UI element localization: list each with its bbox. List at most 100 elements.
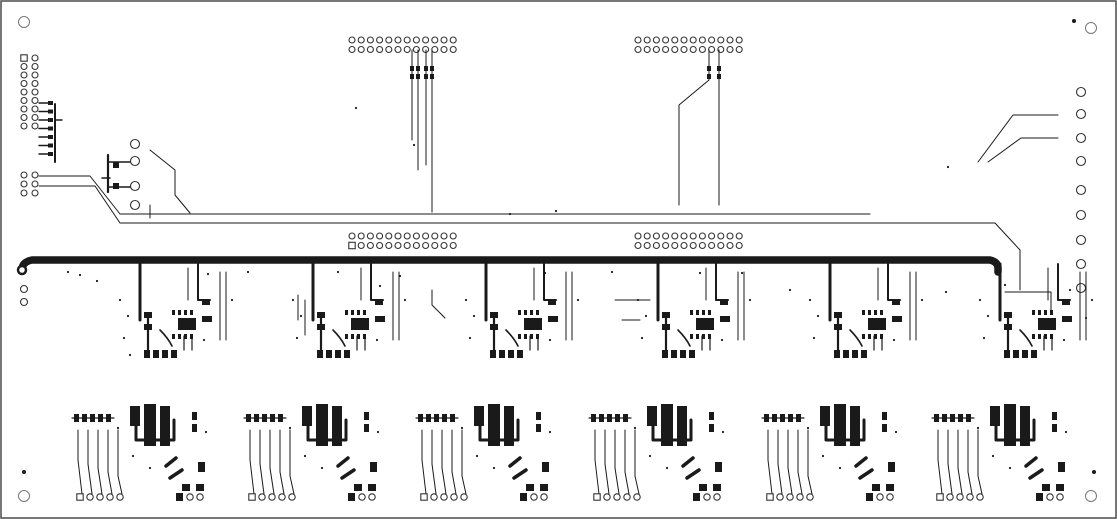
via — [543, 271, 547, 275]
through-hole-pad — [20, 62, 28, 71]
trace — [164, 456, 184, 480]
trace — [279, 429, 285, 495]
via — [1008, 466, 1012, 470]
smd-pad — [176, 493, 183, 501]
smd-pad — [184, 334, 187, 339]
through-hole-pad — [412, 232, 420, 240]
through-hole-pad — [450, 493, 458, 501]
trace — [1043, 335, 1053, 351]
via — [982, 336, 986, 340]
smd-pad — [862, 310, 865, 315]
through-hole-pad — [735, 45, 743, 54]
smd-pad — [696, 310, 699, 315]
square-pad — [348, 241, 356, 250]
trace — [873, 335, 883, 351]
smd-pad — [820, 406, 830, 426]
through-hole-pad — [703, 493, 711, 501]
smd-pad — [434, 414, 439, 422]
smd-pad — [990, 406, 1000, 426]
smd-pad — [1044, 310, 1047, 315]
through-hole-pad — [698, 45, 706, 54]
through-hole-pad — [186, 493, 194, 501]
trace — [431, 289, 446, 319]
through-hole-pad — [643, 232, 651, 240]
smd-pad — [351, 318, 369, 330]
via — [299, 314, 303, 318]
through-hole-pad — [385, 45, 393, 54]
via — [808, 298, 812, 302]
smd-pad — [192, 412, 197, 420]
square-pad — [248, 493, 256, 501]
smd-pad — [1004, 404, 1016, 446]
via — [336, 270, 340, 274]
smd-pad — [326, 350, 332, 358]
smd-pad — [788, 414, 793, 422]
signal-traces — [38, 49, 1059, 336]
through-hole-pad — [689, 45, 697, 54]
through-hole-pad — [431, 45, 439, 54]
through-hole-pad — [698, 232, 706, 240]
through-hole-pad — [431, 232, 439, 240]
through-hole-pad — [376, 45, 384, 54]
via — [976, 426, 980, 430]
trace — [1004, 291, 1052, 311]
smd-pad — [357, 334, 360, 339]
smd-pad — [370, 462, 377, 472]
trace — [336, 456, 356, 480]
smd-pad — [693, 493, 700, 501]
via — [246, 270, 250, 274]
through-hole-pad — [652, 36, 660, 44]
trace — [824, 418, 866, 442]
smd-pad — [254, 414, 259, 422]
smd-pad — [375, 316, 385, 322]
via — [806, 426, 810, 430]
square-pad — [593, 493, 601, 501]
via — [576, 298, 580, 302]
smd-pad — [518, 310, 521, 315]
smd-pad — [1062, 300, 1070, 305]
smd-pad — [850, 406, 860, 446]
through-hole-pad — [680, 36, 688, 44]
via — [1084, 316, 1088, 320]
through-hole-pad — [376, 36, 384, 44]
via — [464, 298, 468, 302]
smd-pad — [351, 310, 354, 315]
smd-pad — [48, 126, 53, 131]
trace — [259, 429, 265, 495]
trace — [431, 429, 437, 495]
smd-pad — [317, 312, 325, 318]
via — [610, 270, 614, 274]
through-hole-pad — [698, 36, 706, 44]
via — [748, 298, 752, 302]
smd-pad — [536, 424, 541, 432]
smd-pad — [892, 316, 902, 322]
lower-channel-circuits — [71, 404, 1065, 501]
smd-pad — [852, 350, 858, 358]
trace — [678, 49, 710, 206]
through-hole-pad — [698, 241, 706, 250]
smd-pad — [192, 424, 197, 432]
smd-pad — [834, 350, 840, 358]
smd-pad — [888, 462, 895, 472]
through-hole-pad — [440, 241, 448, 250]
through-hole-pad — [19, 297, 29, 307]
smd-pad — [882, 412, 887, 420]
square-pad — [766, 493, 774, 501]
connector-headers — [348, 36, 743, 250]
smd-pad — [153, 350, 159, 358]
left-connector-area — [20, 54, 141, 211]
trace — [624, 429, 630, 495]
smd-pad — [696, 334, 699, 339]
smd-pad — [113, 183, 119, 189]
smd-pad — [48, 101, 53, 105]
through-hole-pad — [1056, 493, 1064, 501]
smd-pad — [316, 404, 328, 446]
through-hole-pad — [1075, 234, 1087, 246]
through-hole-pad — [796, 493, 804, 501]
smd-pad — [90, 414, 95, 422]
trace — [149, 149, 191, 214]
through-hole-pad — [966, 493, 974, 501]
trace — [38, 185, 1021, 291]
through-hole-pad — [357, 36, 365, 44]
through-hole-pad — [1075, 86, 1087, 98]
